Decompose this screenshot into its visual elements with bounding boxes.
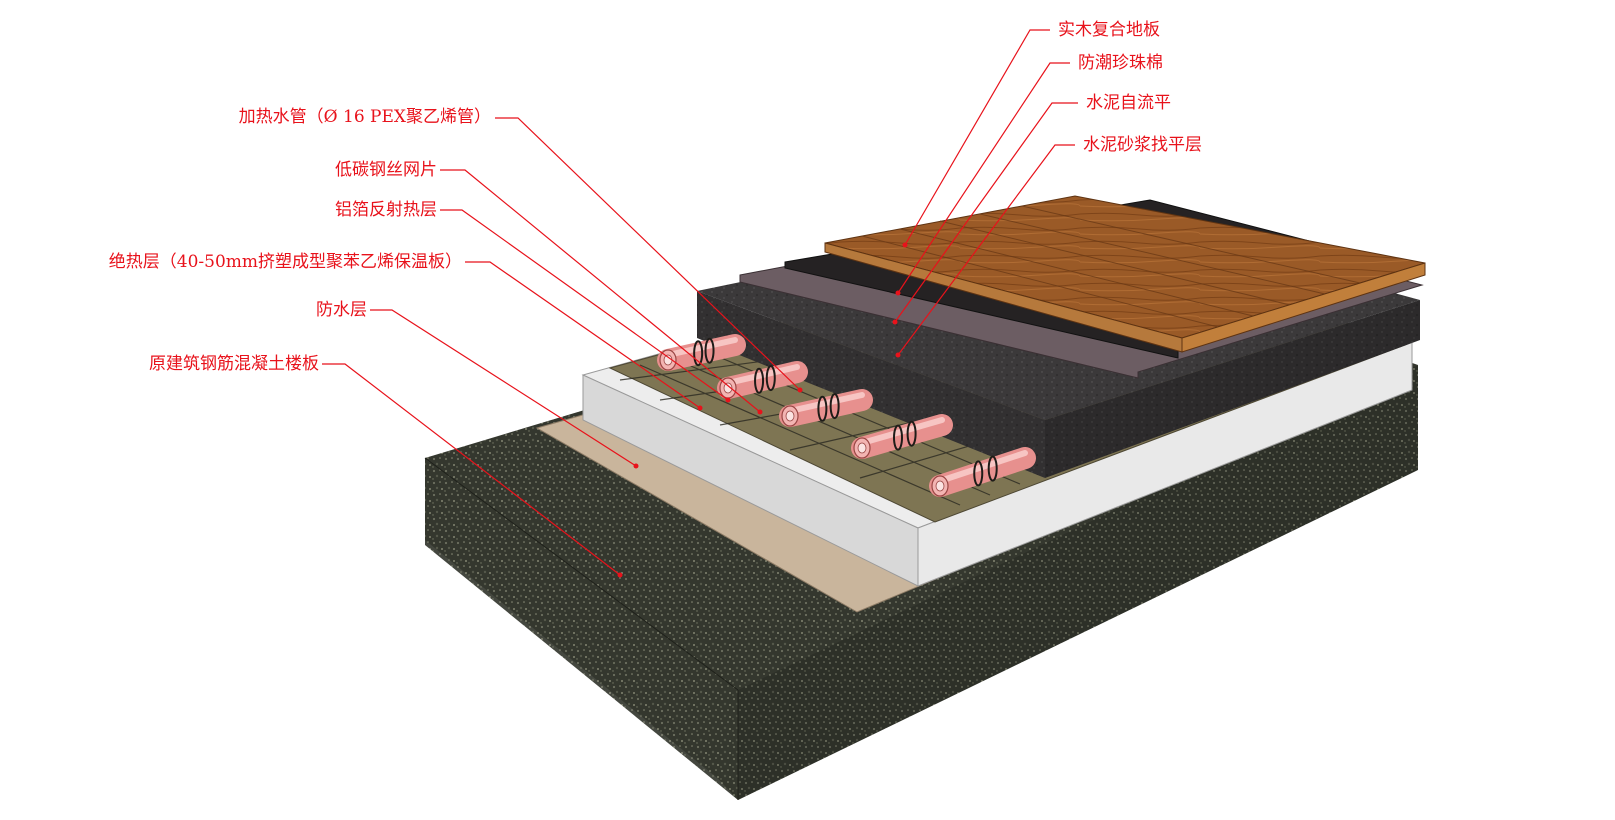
leader-arrowheads (617, 242, 908, 578)
leader-waterproof (370, 309, 637, 467)
leader-wood-floor (904, 29, 1050, 246)
leader-mortar-leveling (897, 144, 1075, 356)
heating-pipe-segment (851, 414, 953, 459)
leader-self-leveling (894, 102, 1078, 323)
heating-pipes (657, 334, 1036, 497)
leader-insulation (465, 261, 701, 409)
leader-steel-mesh (440, 169, 761, 413)
leader-lines (322, 29, 1078, 576)
leader-foil-reflect (440, 209, 729, 401)
heating-pipe-segment (929, 447, 1036, 497)
leader-heating-pipe (495, 117, 801, 391)
leader-moisture-foam (897, 62, 1070, 294)
heating-pipe-segment (717, 361, 808, 399)
leader-concrete-slab (322, 363, 621, 576)
heating-pipe-segment (657, 334, 746, 371)
wood-floor-board (824, 195, 1426, 353)
heating-pipe-segment (779, 389, 873, 427)
